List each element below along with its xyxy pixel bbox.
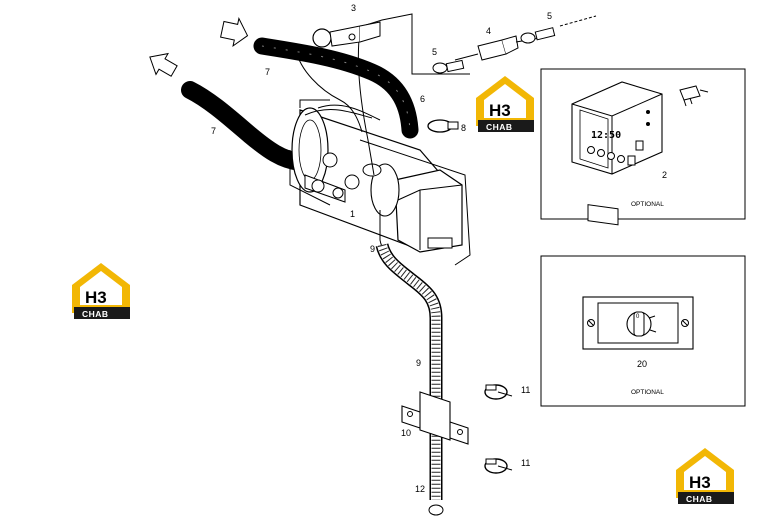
label-part-7b: 7: [211, 126, 216, 136]
optional-switch-panel: 0 20 OPTIONAL: [540, 255, 746, 407]
timer-display: 12:50: [591, 130, 621, 141]
timer-connector: [679, 85, 709, 107]
airflow-arrow-out: [149, 52, 178, 77]
label-part-11a: 11: [521, 385, 530, 395]
label-part-11b: 11: [521, 458, 530, 468]
watermark-logo-bottom-right: H3 CHAB: [676, 448, 734, 504]
label-part-6: 6: [420, 94, 425, 104]
label-part-4: 4: [486, 26, 491, 36]
label-part-9b: 9: [416, 358, 421, 368]
label-part-1: 1: [350, 209, 355, 219]
label-part-20: 20: [637, 359, 647, 369]
watermark-text-h3: H3: [689, 473, 711, 492]
air-hose-upper: [253, 37, 419, 139]
watermark-text-chab: CHAB: [486, 122, 513, 132]
switch-optional-caption: OPTIONAL: [631, 389, 664, 396]
label-part-10: 10: [401, 428, 411, 438]
watermark-logo-center: H3 CHAB: [476, 76, 534, 132]
svg-text:0: 0: [636, 314, 640, 320]
watermark-text-chab: CHAB: [686, 494, 713, 504]
optional-timer-panel: 12:50 2 OPTIONAL: [540, 68, 746, 226]
label-part-5b: 5: [547, 11, 552, 21]
exhaust-clamp-11a: [484, 384, 513, 400]
label-part-2: 2: [662, 170, 667, 180]
heater-unit: [289, 99, 471, 271]
airflow-arrow-in: [220, 17, 249, 48]
label-part-3: 3: [351, 3, 356, 13]
label-part-9a: 9: [370, 244, 375, 254]
air-hose-lower: [181, 81, 309, 171]
watermark-text-h3: H3: [85, 288, 107, 307]
watermark-text-h3: H3: [489, 101, 511, 120]
exhaust-pipe: [375, 243, 469, 516]
label-part-5a: 5: [432, 47, 437, 57]
label-part-7a: 7: [265, 67, 270, 77]
label-part-8: 8: [461, 123, 466, 133]
hose-clamp-8: [427, 119, 459, 133]
exhaust-clamp-11b: [484, 458, 513, 474]
watermark-text-chab: CHAB: [82, 309, 109, 319]
label-part-12: 12: [415, 484, 425, 494]
timer-optional-caption: OPTIONAL: [631, 201, 664, 208]
fuel-line: [295, 13, 597, 176]
hose-clamp-5a: [432, 59, 465, 74]
watermark-logo-left: H3 CHAB: [72, 263, 130, 319]
hose-clamp-5b: [520, 27, 556, 44]
